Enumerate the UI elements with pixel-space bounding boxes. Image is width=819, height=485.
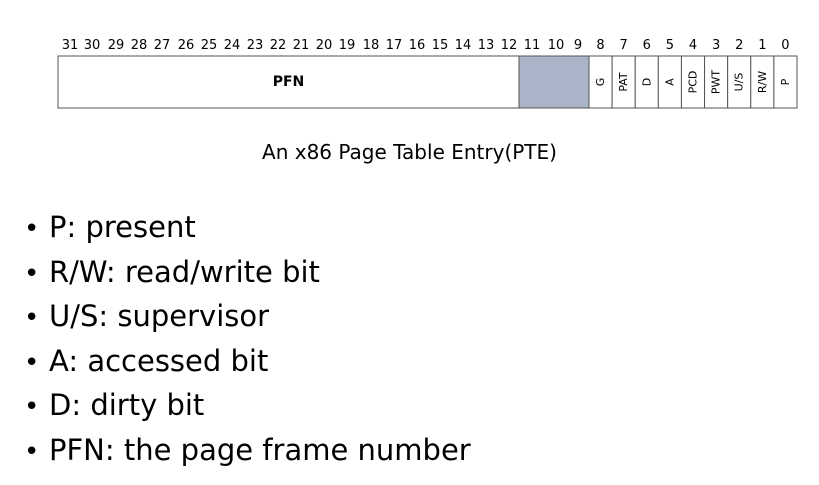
field-label-pwt: PWT [710, 70, 723, 95]
bit-number-16: 16 [409, 38, 426, 53]
list-item-text: D: dirty bit [49, 388, 205, 422]
reserved-field-cell [518, 55, 590, 109]
list-item: • U/S: supervisor [24, 295, 471, 340]
bit-number-19: 19 [339, 38, 356, 53]
bit-number-0: 0 [781, 38, 789, 53]
bit-number-1: 1 [758, 38, 766, 53]
field-label-pcd: PCD [687, 71, 700, 94]
bit-number-27: 27 [154, 38, 171, 53]
bit-number-11: 11 [524, 38, 541, 53]
bit-number-30: 30 [84, 38, 101, 53]
bit-number-12: 12 [501, 38, 518, 53]
bit-number-29: 29 [108, 38, 125, 53]
bit-number-3: 3 [712, 38, 720, 53]
pte-field-row: PFN G PAT D A PCD PWT U/S R/W P [57, 55, 798, 109]
bit-number-8: 8 [596, 38, 604, 53]
bit-number-18: 18 [363, 38, 380, 53]
bit-number-5: 5 [666, 38, 674, 53]
bit-number-13: 13 [478, 38, 495, 53]
field-cell-pfn [57, 55, 520, 109]
list-item-text: A: accessed bit [49, 343, 269, 378]
bullet-dot: • [24, 214, 40, 244]
bit-number-7: 7 [620, 38, 628, 53]
list-item-text: PFN: the page frame number [49, 432, 471, 467]
bullet-dot: • [24, 347, 40, 378]
bit-number-6: 6 [643, 38, 651, 53]
bit-number-21: 21 [293, 38, 310, 53]
field-label-p: P [779, 78, 792, 85]
bit-number-4: 4 [689, 38, 697, 53]
bit-number-24: 24 [224, 38, 241, 53]
list-item-text: P: present [49, 210, 196, 244]
bit-number-14: 14 [455, 38, 472, 53]
list-item-text: R/W: read/write bit [49, 254, 320, 289]
field-label-a: A [663, 78, 676, 86]
bit-number-22: 22 [270, 38, 287, 53]
field-label-d: D [640, 78, 653, 86]
bullet-dot: • [24, 258, 40, 289]
list-item: • R/W: read/write bit [24, 251, 471, 296]
bit-number-28: 28 [131, 38, 148, 53]
field-cell-p [773, 55, 798, 109]
bullet-dot: • [24, 392, 40, 422]
list-item: • D: dirty bit [24, 384, 471, 429]
bit-number-10: 10 [548, 38, 565, 53]
bit-number-9: 9 [574, 38, 582, 53]
bit-number-17: 17 [386, 38, 403, 53]
field-label-pat: PAT [617, 72, 630, 92]
list-item: • PFN: the page frame number [24, 429, 471, 474]
field-label-u-s: U/S [733, 73, 746, 92]
list-item: • A: accessed bit [24, 340, 471, 385]
bit-number-26: 26 [178, 38, 195, 53]
diagram-caption: An x86 Page Table Entry(PTE) [262, 140, 557, 164]
bit-number-31: 31 [62, 38, 79, 53]
field-description-list: • P: present • R/W: read/write bit • U/S: s… [24, 206, 471, 473]
field-label-g: G [594, 78, 607, 87]
list-item: • P: present [24, 206, 471, 251]
bit-number-23: 23 [247, 38, 264, 53]
bit-number-2: 2 [735, 38, 743, 53]
field-label-pfn: PFN [273, 74, 305, 90]
bit-number-20: 20 [316, 38, 333, 53]
bullet-dot: • [24, 436, 40, 467]
field-label-r-w: R/W [756, 71, 769, 93]
bit-number-25: 25 [201, 38, 218, 53]
bit-number-15: 15 [432, 38, 449, 53]
bullet-dot: • [24, 303, 40, 333]
list-item-text: U/S: supervisor [49, 299, 270, 333]
